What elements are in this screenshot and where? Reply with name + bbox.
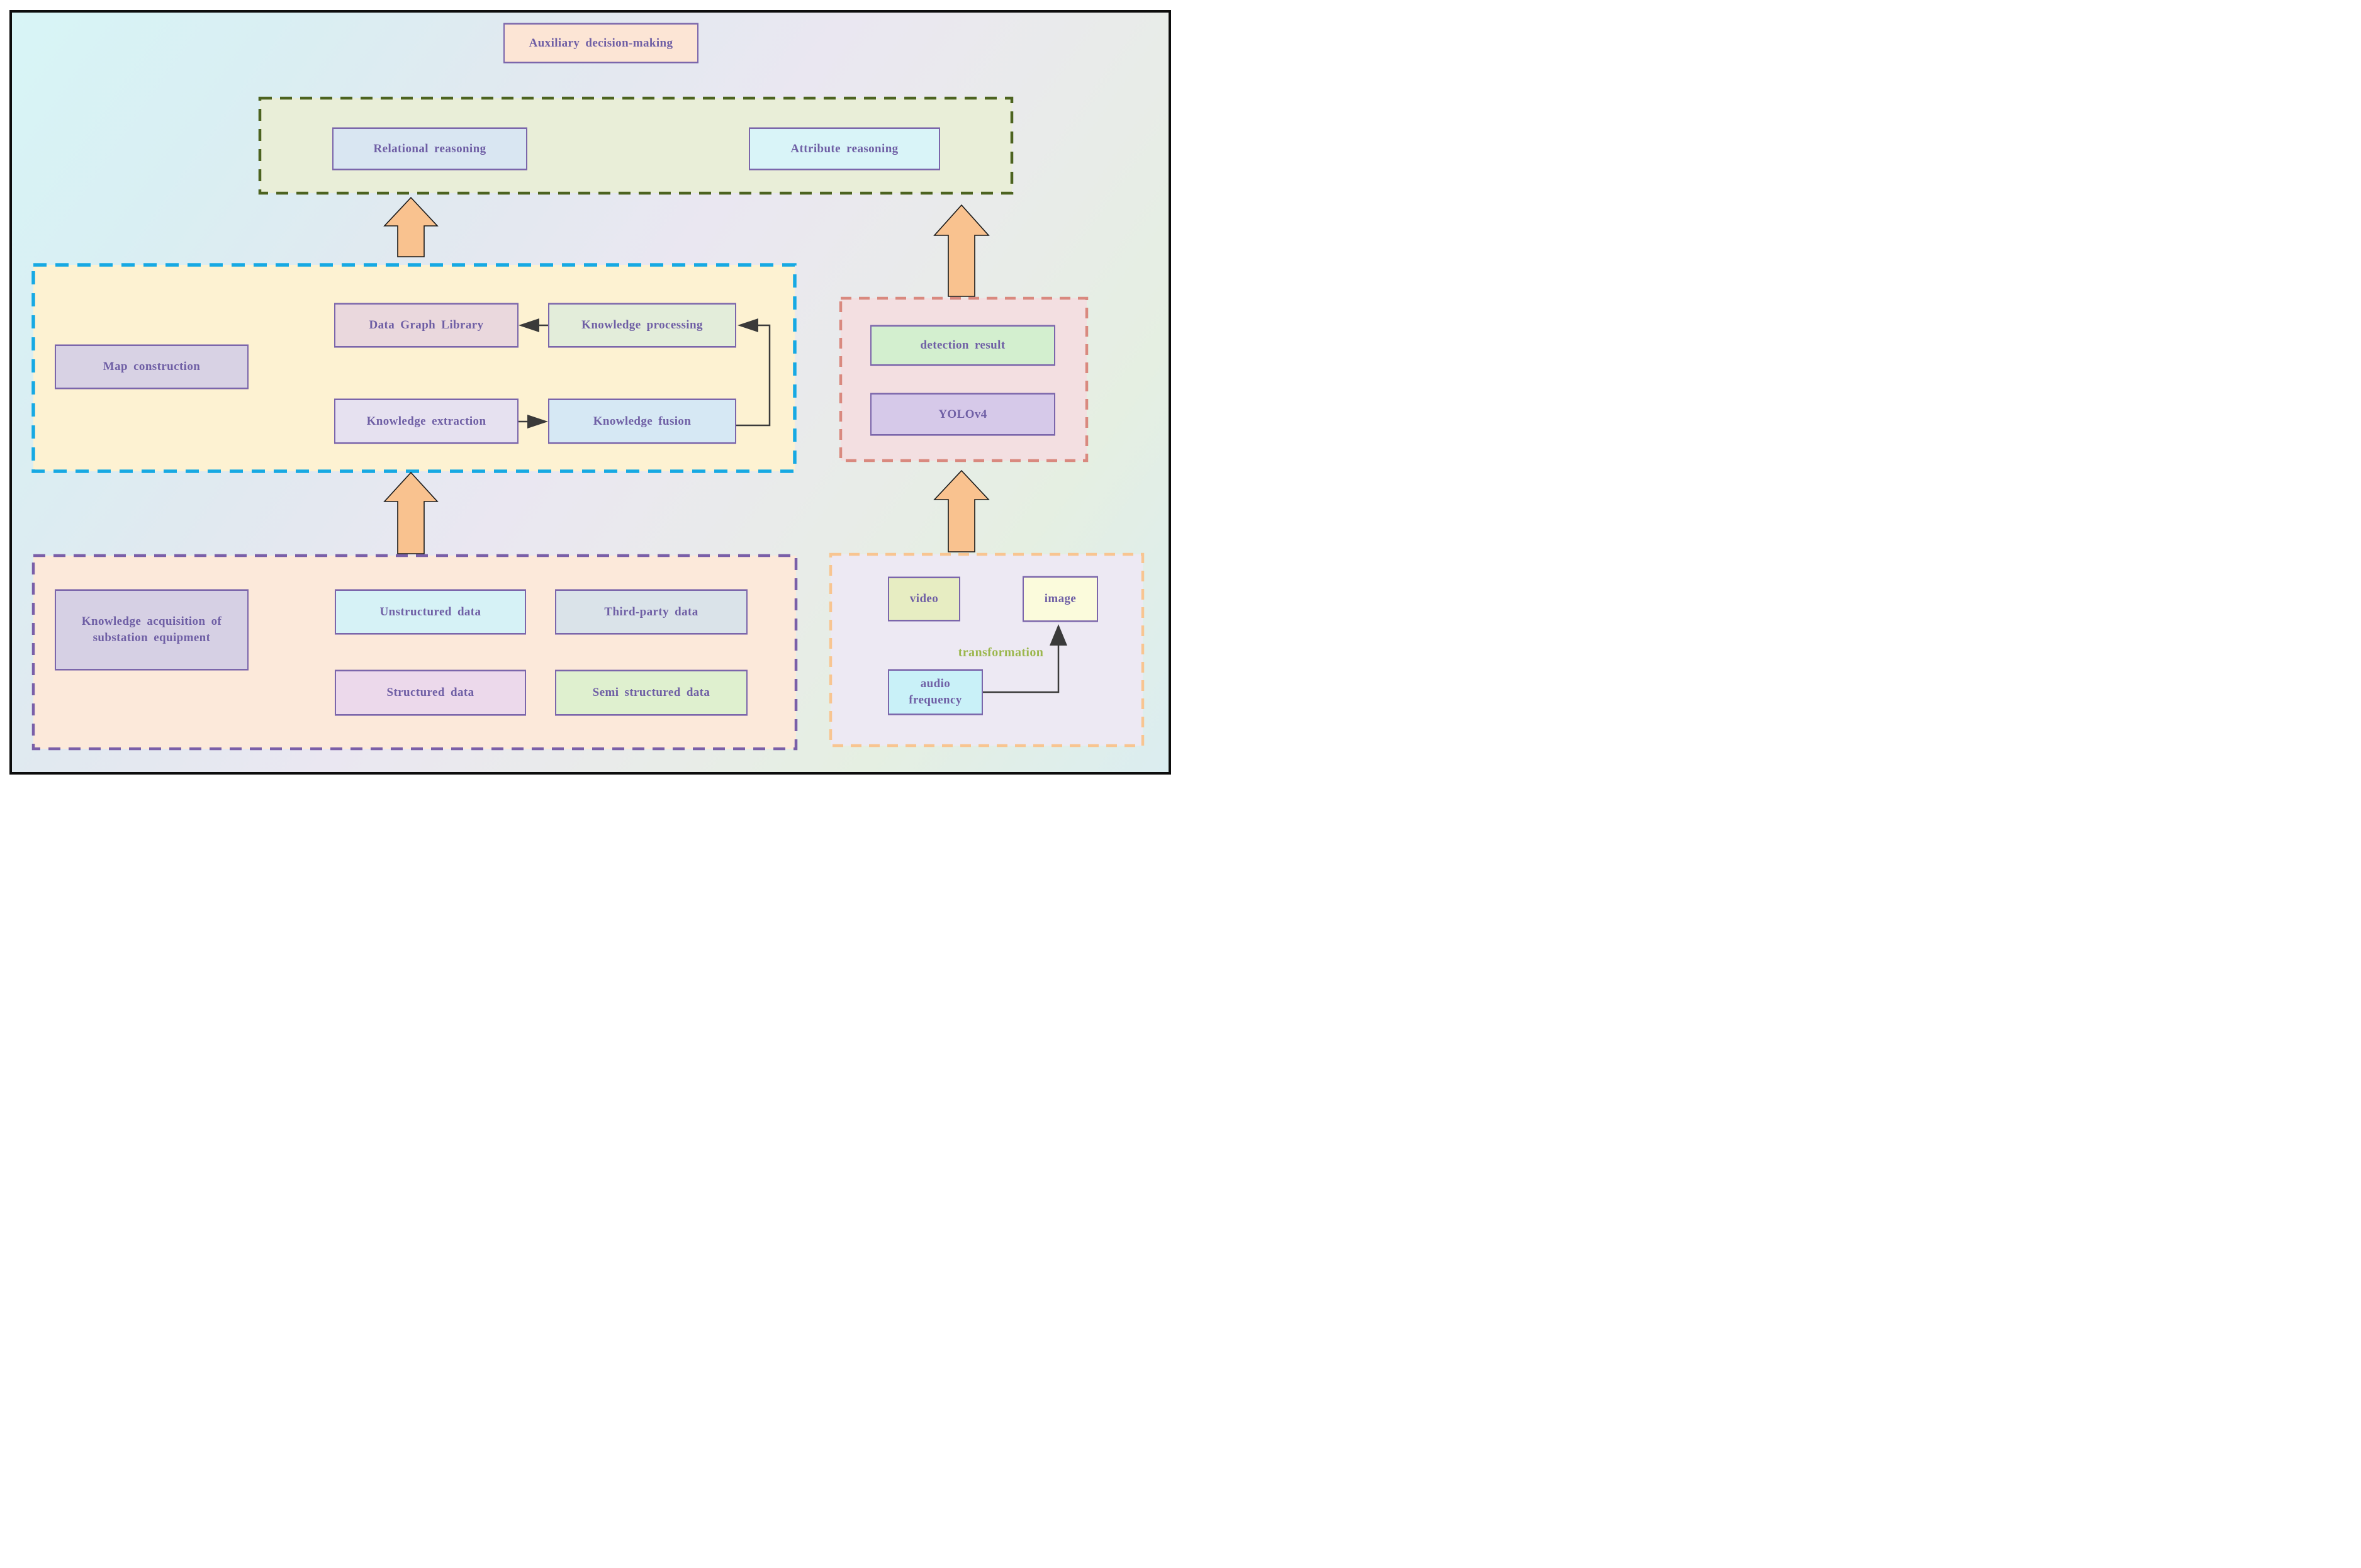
- knowledge-extraction-label: Knowledge extraction: [366, 414, 486, 428]
- audio-frequency-box: audio frequency: [888, 669, 983, 715]
- auxiliary-decision-making-box: Auxiliary decision-making: [503, 23, 698, 63]
- detection-result-label: detection result: [920, 339, 1006, 352]
- attribute-reasoning-label: Attribute reasoning: [790, 142, 899, 155]
- map-construction-label: Map construction: [103, 360, 201, 374]
- audio-frequency-label-line2: frequency: [909, 693, 962, 707]
- audio-frequency-label-line1: audio: [920, 677, 951, 691]
- video-label: video: [909, 592, 939, 606]
- attribute-reasoning-box: Attribute reasoning: [749, 128, 940, 170]
- relational-reasoning-box: Relational reasoning: [332, 128, 527, 170]
- knowledge-acquisition-label-line1: Knowledge acquisition of: [81, 615, 222, 629]
- knowledge-extraction-box: Knowledge extraction: [334, 399, 519, 444]
- knowledge-processing-label: Knowledge processing: [581, 318, 703, 332]
- knowledge-fusion-box: Knowledge fusion: [548, 399, 736, 444]
- yolov4-box: YOLOv4: [870, 393, 1055, 435]
- detection-result-box: detection result: [870, 325, 1055, 366]
- semi-structured-data-label: Semi structured data: [592, 686, 710, 700]
- diagram-page: Auxiliary decision-making Relational rea…: [0, 0, 1180, 784]
- transformation-label: transformation: [958, 646, 1044, 659]
- auxiliary-decision-making-label: Auxiliary decision-making: [529, 36, 673, 50]
- unstructured-data-box: Unstructured data: [335, 590, 526, 634]
- knowledge-processing-box: Knowledge processing: [548, 303, 736, 347]
- yolov4-label: YOLOv4: [938, 407, 987, 421]
- structured-data-label: Structured data: [386, 686, 474, 700]
- knowledge-fusion-label: Knowledge fusion: [593, 414, 692, 428]
- third-party-data-label: Third-party data: [604, 605, 698, 619]
- image-box: image: [1023, 576, 1098, 622]
- data-graph-library-label: Data Graph Library: [369, 318, 484, 332]
- knowledge-acquisition-box: Knowledge acquisition of substation equi…: [55, 590, 249, 670]
- map-construction-box: Map construction: [55, 345, 249, 389]
- image-label: image: [1044, 592, 1077, 606]
- data-graph-library-box: Data Graph Library: [334, 303, 519, 347]
- unstructured-data-label: Unstructured data: [379, 605, 481, 619]
- structured-data-box: Structured data: [335, 670, 526, 715]
- semi-structured-data-box: Semi structured data: [555, 670, 748, 715]
- third-party-data-box: Third-party data: [555, 590, 748, 634]
- relational-reasoning-label: Relational reasoning: [373, 142, 486, 155]
- knowledge-acquisition-label-line2: substation equipment: [93, 631, 211, 644]
- video-box: video: [888, 577, 960, 621]
